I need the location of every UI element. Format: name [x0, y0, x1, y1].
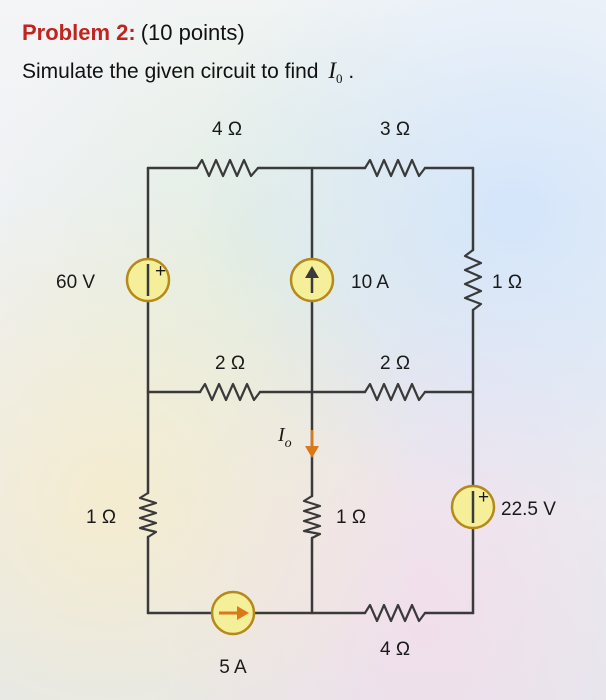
current-source-10a — [289, 257, 335, 303]
resistor-top-left — [196, 158, 259, 178]
arrow-right-icon — [237, 606, 249, 620]
voltage-source-60v: + — [125, 257, 171, 303]
resistor-bottom-right — [364, 603, 426, 623]
voltage-source-22-5v: + — [450, 484, 496, 530]
instruction-end: . — [348, 60, 355, 83]
resistor-mid-left — [199, 382, 261, 402]
label-current-io-subscript: o — [285, 436, 292, 451]
label-i-source-mid: 10 A — [351, 272, 389, 293]
label-r-mid-left: 2 Ω — [215, 353, 245, 374]
label-r-right-upper: 1 Ω — [492, 272, 522, 293]
label-r-center-lower: 1 Ω — [336, 507, 366, 528]
current-source-5a — [210, 590, 256, 636]
target-variable-letter: I — [328, 58, 336, 83]
label-i-source-bottom: 5 A — [219, 657, 247, 678]
label-r-bottom-right: 4 Ω — [380, 639, 410, 660]
label-r-top-right: 3 Ω — [380, 119, 410, 140]
label-v-source-right: 22.5 V — [501, 499, 556, 520]
target-variable: I0 — [328, 58, 343, 86]
plus-sign-left: + — [155, 261, 166, 282]
problem-title: Problem 2:(10 points) — [22, 20, 354, 46]
resistor-right-upper — [463, 249, 483, 311]
problem-instruction: Simulate the given circuit to find I0 . — [22, 58, 354, 87]
plus-sign-right: + — [478, 487, 489, 508]
problem-points: (10 points) — [140, 20, 245, 45]
label-r-top-left: 4 Ω — [212, 119, 242, 140]
current-io-indicator — [305, 430, 319, 458]
target-variable-subscript: 0 — [336, 71, 343, 86]
problem-label: Problem 2: — [22, 20, 136, 45]
resistor-left-lower — [138, 492, 158, 538]
label-current-io-letter: I — [277, 424, 286, 446]
label-current-io: Io — [277, 424, 292, 451]
arrow-down-icon — [305, 446, 319, 458]
problem-header: Problem 2:(10 points) Simulate the given… — [22, 20, 354, 87]
label-v-source-left: 60 V — [56, 272, 95, 293]
instruction-text: Simulate the given circuit to find — [22, 60, 319, 83]
label-r-mid-right: 2 Ω — [380, 353, 410, 374]
label-r-left-lower: 1 Ω — [86, 507, 116, 528]
resistor-mid-right — [364, 382, 426, 402]
arrow-up-icon — [305, 266, 319, 278]
resistor-top-right — [364, 158, 426, 178]
resistor-center-lower — [302, 495, 322, 539]
